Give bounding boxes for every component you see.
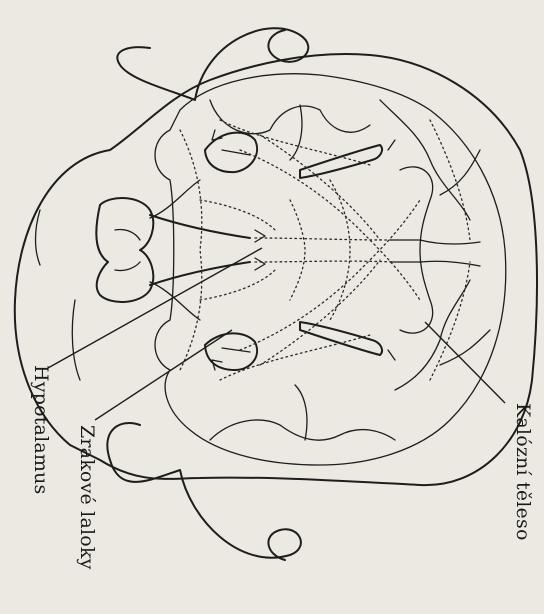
optic-lobes-leader <box>95 330 232 420</box>
face-mark-1 <box>36 210 41 265</box>
nasal-region <box>96 198 153 302</box>
face-mark-2 <box>72 300 80 380</box>
head-outline <box>15 54 537 485</box>
label-optic-lobes: Zrakové laloky <box>76 425 98 570</box>
label-hypothalamus: Hypotalamus <box>30 365 52 494</box>
label-corpus-callosum: Kalózní těleso <box>512 403 534 541</box>
lower-scroll <box>107 423 301 560</box>
optic-nerve-trunk <box>150 215 250 285</box>
corpus-callosum-shape <box>400 167 433 333</box>
corpus-callosum-leader <box>425 322 505 403</box>
